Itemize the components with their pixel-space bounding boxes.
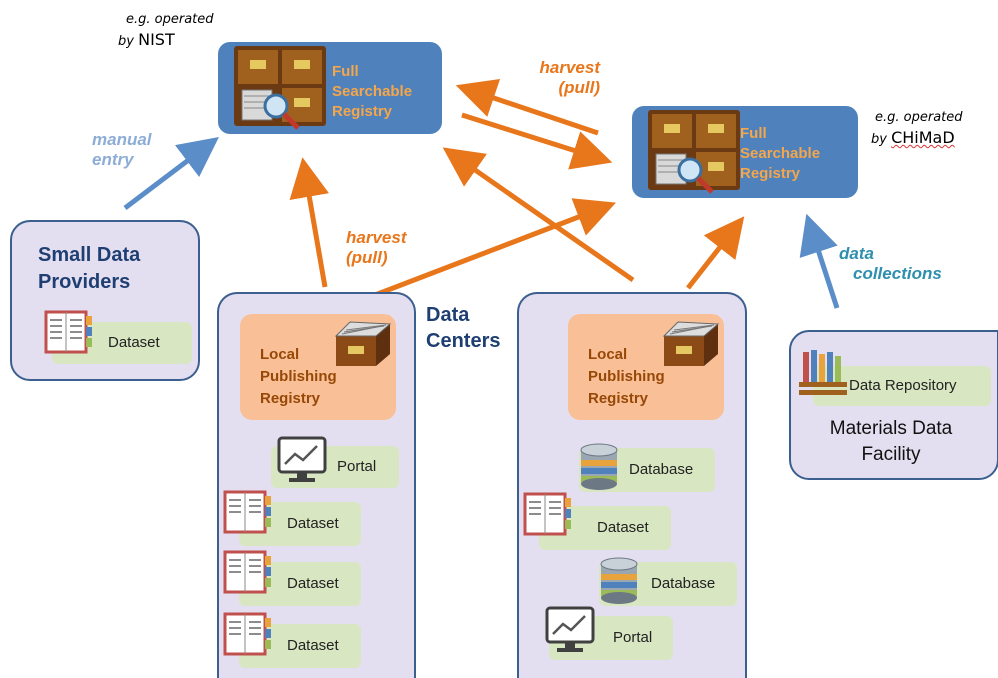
materials-data-facility-box: Data Repository Materials Data Facility (789, 330, 998, 480)
dataset-binder-icon (523, 492, 571, 536)
data-repository-item: Data Repository (813, 366, 991, 406)
chimad-full-searchable-registry: Full Searchable Registry (632, 106, 858, 198)
harvest-arrow-right-center-to-chimad (686, 216, 745, 290)
data-collections-label: data collections (839, 244, 942, 283)
local-publishing-registry-left: Local Publishing Registry (240, 314, 396, 420)
data-centers-title: Data Centers (426, 304, 501, 352)
harvest-arrow-left-center-to-nist (289, 157, 329, 288)
file-drawer-icon (662, 321, 720, 366)
harvest-arrow-left-center-to-chimad (374, 198, 617, 298)
database-icon (580, 443, 618, 490)
data-center-right: Local Publishing Registry Database Datas… (517, 292, 747, 678)
chimad-operator-note: e.g. operated by CHiMaD (871, 110, 963, 147)
manual-entry-arrow (123, 136, 219, 210)
dataset-binder-icon (223, 550, 271, 594)
harvest-pull-label-top: harvest (pull) (539, 58, 600, 97)
nist-full-searchable-registry: Full Searchable Registry (218, 42, 442, 134)
data-collections-arrow (799, 213, 840, 309)
nist-registry-label: Full Searchable Registry (332, 63, 413, 120)
small-data-providers-box: Small Data Providers Dataset (10, 220, 200, 381)
bookshelf-icon (799, 350, 847, 395)
dataset-binder-icon (223, 490, 271, 534)
manual-entry-label: manual entry (92, 130, 152, 169)
card-catalog-icon (648, 110, 740, 194)
harvest-arrow-right-center-to-nist (442, 147, 635, 283)
database-icon (600, 557, 638, 604)
monitor-chart-icon (277, 436, 327, 482)
harvest-arrow-chimad-to-nist (455, 79, 599, 136)
chimad-registry-label: Full Searchable Registry (740, 125, 821, 182)
harvest-pull-label-middle: harvest (pull) (346, 228, 407, 267)
small-data-providers-title: Small Data Providers (38, 244, 141, 293)
materials-data-facility-title: Materials Data Facility (829, 418, 953, 465)
dataset-binder-icon (44, 310, 92, 354)
nist-operator-note: e.g. operated by NIST (118, 12, 214, 49)
monitor-chart-icon (545, 606, 595, 652)
harvest-arrow-nist-to-chimad (461, 112, 613, 170)
local-publishing-registry-right: Local Publishing Registry (568, 314, 724, 420)
data-center-left: Local Publishing Registry Portal Dataset… (217, 292, 416, 678)
left-dataset-item-2: Dataset (239, 562, 361, 606)
card-catalog-icon (234, 46, 326, 130)
dataset-binder-icon (223, 612, 271, 656)
file-drawer-icon (334, 321, 392, 366)
